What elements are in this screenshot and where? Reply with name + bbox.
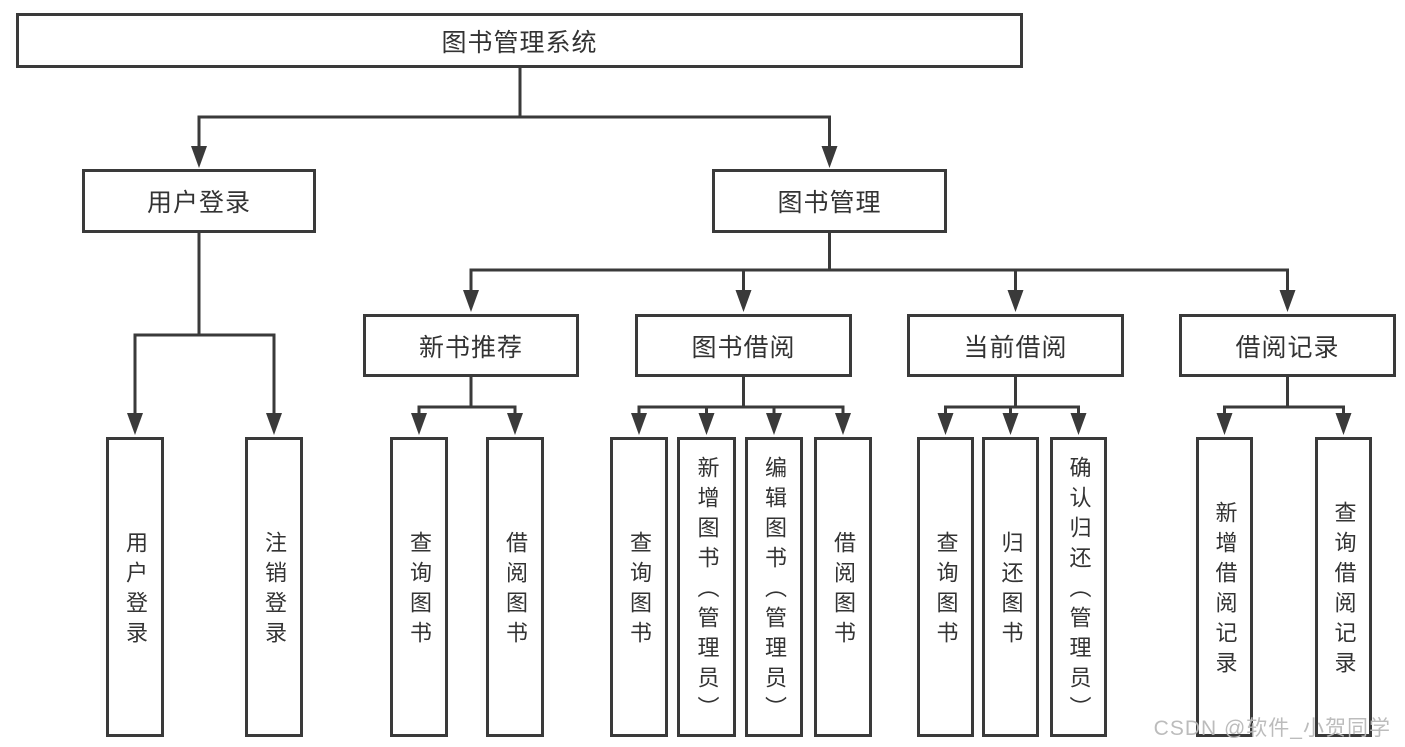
leaf-logout-label: 注销登录 xyxy=(262,531,287,651)
leaf-records-add-record-label: 新增借阅记录 xyxy=(1212,501,1238,681)
leaf-current-confirm-return-admin-label: 确认归还（管理员） xyxy=(1066,456,1092,726)
leaf-borrow-query-books: 查询图书 xyxy=(610,437,668,737)
leaf-borrow-edit-books-admin-label: 编辑图书（管理员） xyxy=(762,456,787,726)
leaf-borrow-add-books-admin: 新增图书（管理员） xyxy=(677,437,736,737)
leaf-current-query-books: 查询图书 xyxy=(917,437,974,737)
leaf-records-query-record: 查询借阅记录 xyxy=(1315,437,1372,737)
node-borrow-records-label: 借阅记录 xyxy=(1235,333,1340,362)
node-new-book-recommend: 新书推荐 xyxy=(363,314,579,377)
node-current-borrow-label: 当前借阅 xyxy=(963,333,1068,362)
leaf-current-return-books: 归还图书 xyxy=(982,437,1039,737)
node-book-management: 图书管理 xyxy=(712,169,947,233)
leaf-newbook-query-books: 查询图书 xyxy=(390,437,448,737)
leaf-newbook-borrow-books: 借阅图书 xyxy=(486,437,544,737)
leaf-user-login-label: 用户登录 xyxy=(123,531,148,651)
node-library-system-label: 图书管理系统 xyxy=(441,28,598,57)
leaf-current-confirm-return-admin: 确认归还（管理员） xyxy=(1050,437,1107,737)
leaf-logout: 注销登录 xyxy=(245,437,303,737)
leaf-borrow-edit-books-admin: 编辑图书（管理员） xyxy=(745,437,803,737)
leaf-borrow-borrow-books: 借阅图书 xyxy=(814,437,872,737)
leaf-current-return-books-label: 归还图书 xyxy=(998,531,1024,651)
leaf-borrow-query-books-label: 查询图书 xyxy=(627,531,652,651)
node-new-book-recommend-label: 新书推荐 xyxy=(418,333,523,362)
node-user-login: 用户登录 xyxy=(82,169,316,233)
node-library-system: 图书管理系统 xyxy=(16,13,1023,68)
leaf-newbook-query-books-label: 查询图书 xyxy=(407,531,432,651)
node-current-borrow: 当前借阅 xyxy=(907,314,1124,377)
node-borrow-records: 借阅记录 xyxy=(1179,314,1396,377)
leaf-borrow-add-books-admin-label: 新增图书（管理员） xyxy=(694,456,720,726)
leaf-newbook-borrow-books-label: 借阅图书 xyxy=(503,531,528,651)
csdn-watermark: CSDN @软件_小贺同学 xyxy=(1153,717,1391,740)
leaf-user-login: 用户登录 xyxy=(106,437,164,737)
node-book-borrow-label: 图书借阅 xyxy=(691,333,796,362)
leaf-borrow-borrow-books-label: 借阅图书 xyxy=(831,531,856,651)
leaf-records-query-record-label: 查询借阅记录 xyxy=(1331,501,1357,681)
node-user-login-label: 用户登录 xyxy=(146,189,251,217)
node-book-management-label: 图书管理 xyxy=(777,189,882,217)
leaf-records-add-record: 新增借阅记录 xyxy=(1196,437,1253,737)
node-book-borrow: 图书借阅 xyxy=(635,314,852,377)
leaf-current-query-books-label: 查询图书 xyxy=(933,531,959,651)
